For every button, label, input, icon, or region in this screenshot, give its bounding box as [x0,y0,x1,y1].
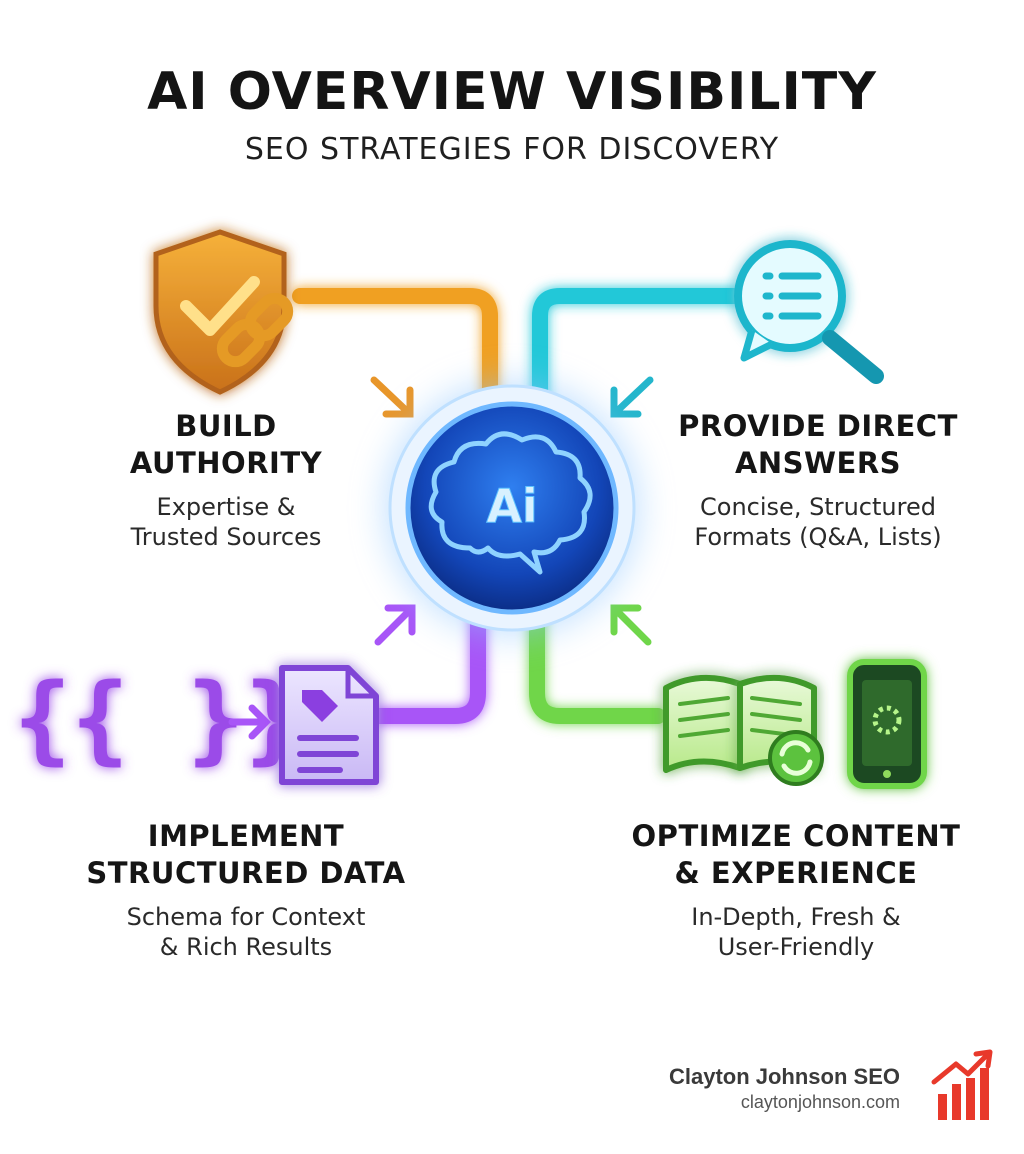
page-title: AI OVERVIEW VISIBILITY [147,62,877,122]
brain-icon [428,431,593,575]
mobile-phone-icon [847,659,927,789]
brand: Clayton Johnson SEO claytonjohnson.com [669,1064,900,1113]
strategy-heading: BUILD AUTHORITY [129,409,323,480]
refresh-icon [768,730,824,786]
brand-chart-logo [931,1049,993,1120]
strategy-content-experience: OPTIMIZE CONTENT & EXPERIENCE In-Depth, … [610,818,982,962]
tagged-document-icon [279,665,379,785]
connector-content [529,604,666,724]
connector-structured-data [364,604,486,724]
page-subtitle: SEO STRATEGIES FOR DISCOVERY [244,132,780,167]
strategy-description: Expertise & Trusted Sources [130,493,322,551]
strategy-heading: IMPLEMENT STRUCTURED DATA [86,819,406,890]
strategy-description: Concise, Structured Formats (Q&A, Lists) [694,493,942,551]
strategy-heading: PROVIDE DIRECT ANSWERS [678,409,958,480]
small-arrow-icon [228,704,271,740]
strategy-description: Schema for Context & Rich Results [126,903,366,961]
strategy-heading: OPTIMIZE CONTENT & EXPERIENCE [631,819,961,890]
strategy-description: In-Depth, Fresh & User-Friendly [691,903,901,961]
strategy-structured-data: IMPLEMENT STRUCTURED DATA Schema for Con… [56,818,436,962]
brand-url: claytonjohnson.com [740,1092,900,1112]
arrow-answers [610,376,654,418]
search-list-icon [734,240,884,384]
connector-answers [532,288,752,428]
strategy-direct-answers: PROVIDE DIRECT ANSWERS Concise, Structur… [640,408,996,552]
strategy-build-authority: BUILD AUTHORITY Expertise & Trusted Sour… [56,408,396,552]
arrow-content [610,604,652,646]
shield-check-icon [153,229,287,395]
arrow-structured-data [374,604,416,646]
chain-link-icon [216,292,294,368]
ai-hub: Ai [386,382,638,634]
brand-name: Clayton Johnson SEO [668,1064,900,1089]
hub-label: Ai [486,479,537,533]
arrow-authority [370,376,414,418]
connector-authority [292,288,498,428]
